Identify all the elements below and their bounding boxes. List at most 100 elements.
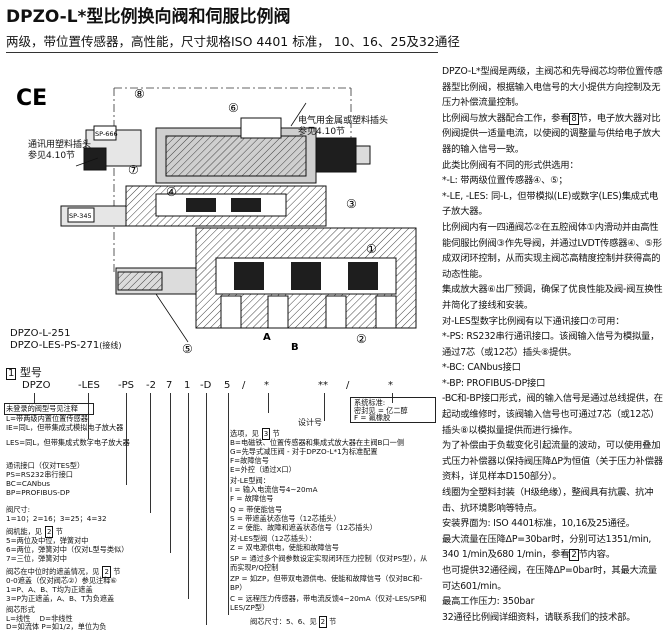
desc-paragraph: *-BP: PROFIBUS-DP接口 xyxy=(442,377,546,389)
pilot-spool xyxy=(186,198,216,212)
desc-paragraph: 最大流量在压降ΔP=30bar时，分别可达1351/min, 340 1/min… xyxy=(442,533,652,562)
desc-paragraph: 此类比例阀有不同的形式供选用： xyxy=(442,159,579,171)
connector-left-label: 通讯用塑料插头 参见4.10节 xyxy=(28,140,92,161)
option-desc: ZP = 如ZP，但带双电源供电、使能和故障信号（仅对BC和-BP） xyxy=(230,574,423,592)
seal-options-box xyxy=(350,397,436,423)
tag-sp-666: SP-666 xyxy=(95,130,118,138)
option-desc: B=电磁铁、位置传感器和集成式放大器在主阀B口一侧 xyxy=(230,438,405,447)
code-line xyxy=(268,393,269,413)
page-title: DPZO-L*型比例换向阀和伺服比例阀 xyxy=(6,7,291,27)
code-slash-2: / xyxy=(346,380,350,391)
code-desc: 3=P为正遮盖，A、B、T为负遮盖 xyxy=(6,594,115,603)
page-subtitle: 两级，带位置传感器，高性能，尺寸规格ISO 4401 标准， 10、16、25及… xyxy=(6,34,460,49)
code-desc: 1=P、A、B、T均为正遮盖 xyxy=(6,585,93,594)
valve-drawing: CE SP-666 SP-345 xyxy=(16,86,417,356)
ce-mark-icon: CE xyxy=(16,86,47,111)
code-desc: PS=RS232串行接口 xyxy=(6,470,73,479)
marker-6: ⑥ xyxy=(228,101,239,115)
code-ps: -PS xyxy=(118,380,134,391)
code-desc: BC=CANbus xyxy=(6,479,51,488)
code-size: -2 xyxy=(146,380,156,391)
option-desc: Q = 带使能信号 xyxy=(230,505,283,514)
code-desc: 阀尺寸: xyxy=(6,505,30,514)
port-a-label: A xyxy=(263,332,271,343)
option-desc: E=外控（通过X口） xyxy=(230,465,296,474)
code-slash: / xyxy=(242,380,246,391)
code-desc: IE=同L，但带集成式模拟电子放大器 xyxy=(6,423,124,432)
leader-line xyxy=(75,157,99,167)
port-channel xyxy=(220,295,242,329)
model-caption: DPZO-L-251 DPZO-LES-PS-271(接线) xyxy=(10,328,122,351)
option-desc: F=故障信号 xyxy=(230,456,269,465)
leader-line xyxy=(155,293,189,343)
code-desc: 5=两位及中位，弹簧对中 xyxy=(6,536,89,545)
right-connector xyxy=(315,137,357,173)
port-b-label: B xyxy=(291,342,299,353)
leader-line xyxy=(290,102,307,127)
option-desc: C = 远程压力传感器，带电流反馈4~20mA（仅对-LES/SP和LES/ZP… xyxy=(230,594,427,612)
desc-paragraph: DPZO-L*型阀是两级，主阀芯和先导阀芯均带位置传感器型比例阀，根据输入电信号… xyxy=(442,66,663,109)
top-connector xyxy=(240,117,282,139)
desc-paragraph: -BC和-BP接口形式，阀的输入信号是通过总线提供，在起动或维修时，该阀输入信号… xyxy=(442,393,663,436)
option-desc: G=先导式减压阀 - 对于DPZO-L*1为标准配置 xyxy=(230,447,378,456)
code-options: * xyxy=(264,380,269,391)
code-desc: 未登录的阀型号见注释 xyxy=(6,404,78,413)
code-desc: L=线性 D=非线性 xyxy=(6,614,73,623)
pilot-spool xyxy=(231,198,261,212)
code-seal: * xyxy=(388,380,393,391)
code-line xyxy=(188,393,189,599)
amplifier-board xyxy=(165,135,307,177)
code-line xyxy=(34,393,35,403)
code-les: -LES xyxy=(78,380,100,391)
desc-paragraph: 最高工作压力: 350bar xyxy=(442,596,535,608)
code-design: ** xyxy=(318,380,328,391)
marker-8: ⑧ xyxy=(134,87,145,101)
code-desc: D=如流体 P=如1/2，单位为负 xyxy=(6,622,107,631)
section-model-code: 1 型号 xyxy=(6,364,42,380)
option-desc: 对-LES型阀（12芯插头）： xyxy=(230,534,316,543)
desc-paragraph: 安装界面为: ISO 4401标准，10,16及25通径。 xyxy=(442,518,635,530)
code-desc: L=带两级内置位置传感器 xyxy=(6,414,88,423)
note-box xyxy=(4,403,94,415)
code-function: 7 xyxy=(166,380,173,391)
right-connector-cap xyxy=(355,145,371,165)
desc-paragraph: 线圈为全塑料封装（H级绝缘），整阀具有抗震、抗冲击、抗环境影响等特点。 xyxy=(442,487,654,514)
marker-5: ⑤ xyxy=(182,342,193,356)
main-spool-land xyxy=(348,262,378,290)
code-desc: 6=两位，弹簧对中（仅对L型号类似） xyxy=(6,545,129,554)
port-channel xyxy=(325,295,347,329)
sp345-tag-box xyxy=(67,207,95,223)
desc-paragraph: *-LE, -LES: 同-L，但带模拟(LE)或数字(LES)集成式电子放大器… xyxy=(442,190,659,218)
main-spool-land xyxy=(291,262,321,290)
code-spool: -D xyxy=(200,380,212,391)
desc-paragraph: *-L: 带两级位置传感器④、⑤； xyxy=(442,175,568,187)
desc-paragraph: *-PS: RS232串行通讯接口。该阀输入信号为模拟量，通过7芯（或12芯）插… xyxy=(442,331,660,358)
marker-7: ⑦ xyxy=(128,163,139,177)
main-lvdt-coil xyxy=(117,271,163,291)
section-number: 1 xyxy=(6,368,17,380)
code-line xyxy=(324,393,325,421)
option-desc: Z = 双电源供电，使能和故障信号 xyxy=(230,543,339,552)
code-line xyxy=(126,393,127,485)
title-divider xyxy=(6,52,438,53)
marker-1: ① xyxy=(366,242,377,256)
marker-2: ② xyxy=(356,332,367,346)
option-desc: Z = 使能、故障和遮盖状态信号（12芯插头） xyxy=(230,523,377,532)
option-desc: SP = 通过多个阀参数设定实现闭环压力控制（仅对PS型），从而实现P/Q控制 xyxy=(230,554,428,572)
design-number-label: 设计号 xyxy=(298,418,322,427)
code-desc: 阀芯形式 xyxy=(6,605,35,614)
main-spool-land xyxy=(234,262,264,290)
desc-paragraph: 比例阀内有一四通阀芯②在五腔阀体①内滑动并由高性能伺服比例阀③作先导阀，并通过L… xyxy=(442,221,662,280)
sp666-tag-box xyxy=(93,125,117,141)
description-column: DPZO-L*型阀是两级，主阀芯和先导阀芯均带位置传感器型比例阀，根据输入电信号… xyxy=(442,64,664,625)
option-desc: S = 带遮盖状态信号（12芯插头） xyxy=(230,514,341,523)
code-desc: LES=同L，但带集成式数字电子放大器 xyxy=(6,438,130,447)
desc-paragraph: 集成放大器⑥出厂预调，确保了优良性能及阀-阀互换性并简化了接线和安装。 xyxy=(442,284,663,311)
code-line xyxy=(392,393,393,403)
code-line xyxy=(228,393,229,615)
code-line xyxy=(170,393,171,553)
